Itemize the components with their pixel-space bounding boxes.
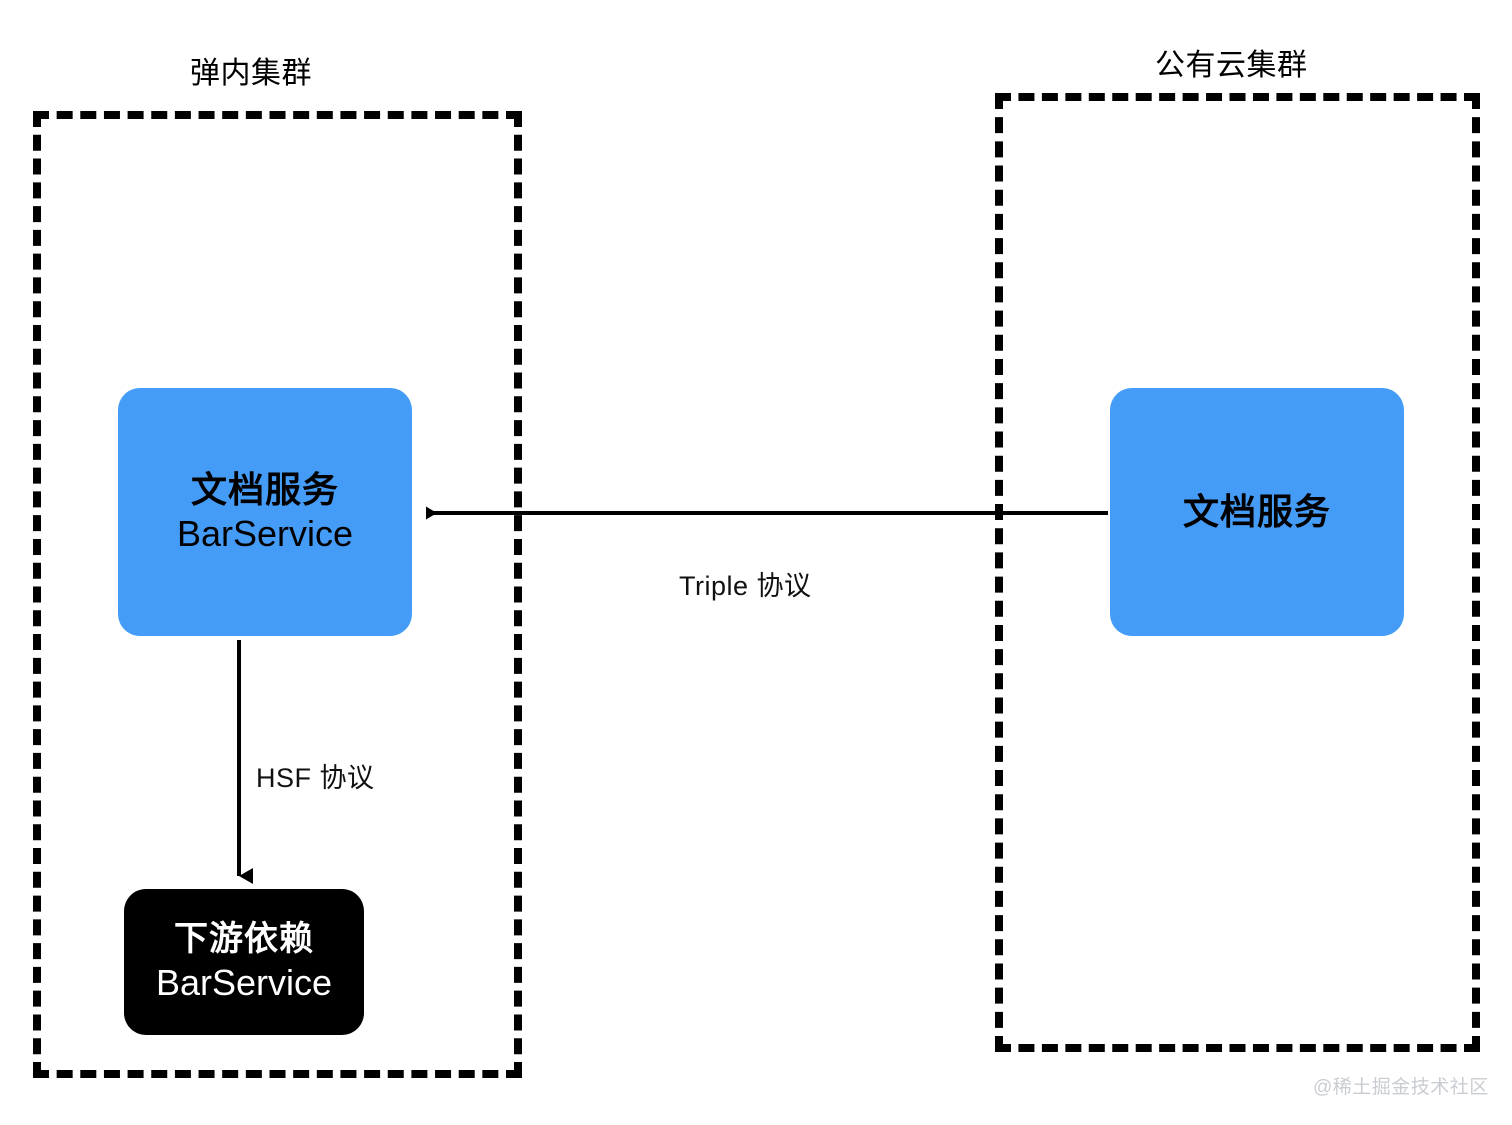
node-doc-service-cloud-title: 文档服务 [1182,491,1331,533]
node-downstream-dependency-title: 下游依赖 [174,920,314,959]
node-doc-service-cloud[interactable]: 文档服务 [1110,388,1404,636]
node-downstream-dependency[interactable]: 下游依赖 BarService [124,889,364,1035]
cluster-boundary-on-premise [33,111,522,1078]
node-downstream-dependency-subtitle: BarService [155,961,333,1003]
cluster-label-on-premise: 弹内集群 [190,57,312,90]
edge-label-hsf-protocol: HSF 协议 [256,763,375,793]
node-bar-service-subtitle: BarService [176,513,354,554]
node-bar-service[interactable]: 文档服务 BarService [118,388,412,636]
edge-label-triple-protocol: Triple 协议 [679,571,812,601]
cluster-boundary-public-cloud [995,93,1480,1052]
node-bar-service-title: 文档服务 [190,469,339,511]
watermark: @稀土掘金技术社区 [1313,1077,1489,1098]
cluster-label-public-cloud: 公有云集群 [1155,49,1308,82]
